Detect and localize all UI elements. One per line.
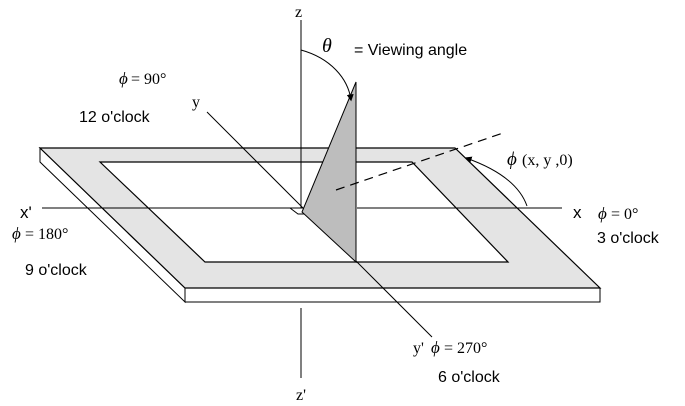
clock-9-label: 9 o'clock [25,262,88,279]
clock-6-label: 6 o'clock [438,369,501,386]
z-neg-axis-label: z' [296,387,306,404]
z-axis-label: z [295,4,302,21]
viewing-angle-label: = Viewing angle [354,42,467,59]
viewing-panel [301,81,357,264]
phi-270-value: = 270° [444,340,487,357]
display-frame [38,147,602,289]
phi-180-symbol: ϕ [12,224,21,243]
y-neg-axis-label: y' [413,340,424,357]
x-neg-axis-label: x' [20,203,32,222]
phi-180-value: = 180° [25,226,68,243]
phi-0-symbol: ϕ [598,204,607,223]
phi-point-coords: (x, y ,0) [522,152,573,169]
theta-arc-arrow [300,49,354,102]
plate-bottom-edge [184,287,601,303]
clock-3-label: 3 o'clock [597,230,660,247]
phi-90-symbol: ϕ [119,69,128,88]
theta-symbol: θ [322,35,332,57]
phi-arc-arrow [464,156,528,207]
phi-0-value: = 0° [611,206,638,223]
clock-12-label: 12 o'clock [79,109,151,126]
y-axis-label: y [192,94,200,111]
x-axis-label: x [573,203,582,222]
phi-270-symbol: ϕ [431,338,440,357]
phi-point-symbol: ϕ [507,149,517,170]
phi-90-value: = 90° [131,71,166,88]
